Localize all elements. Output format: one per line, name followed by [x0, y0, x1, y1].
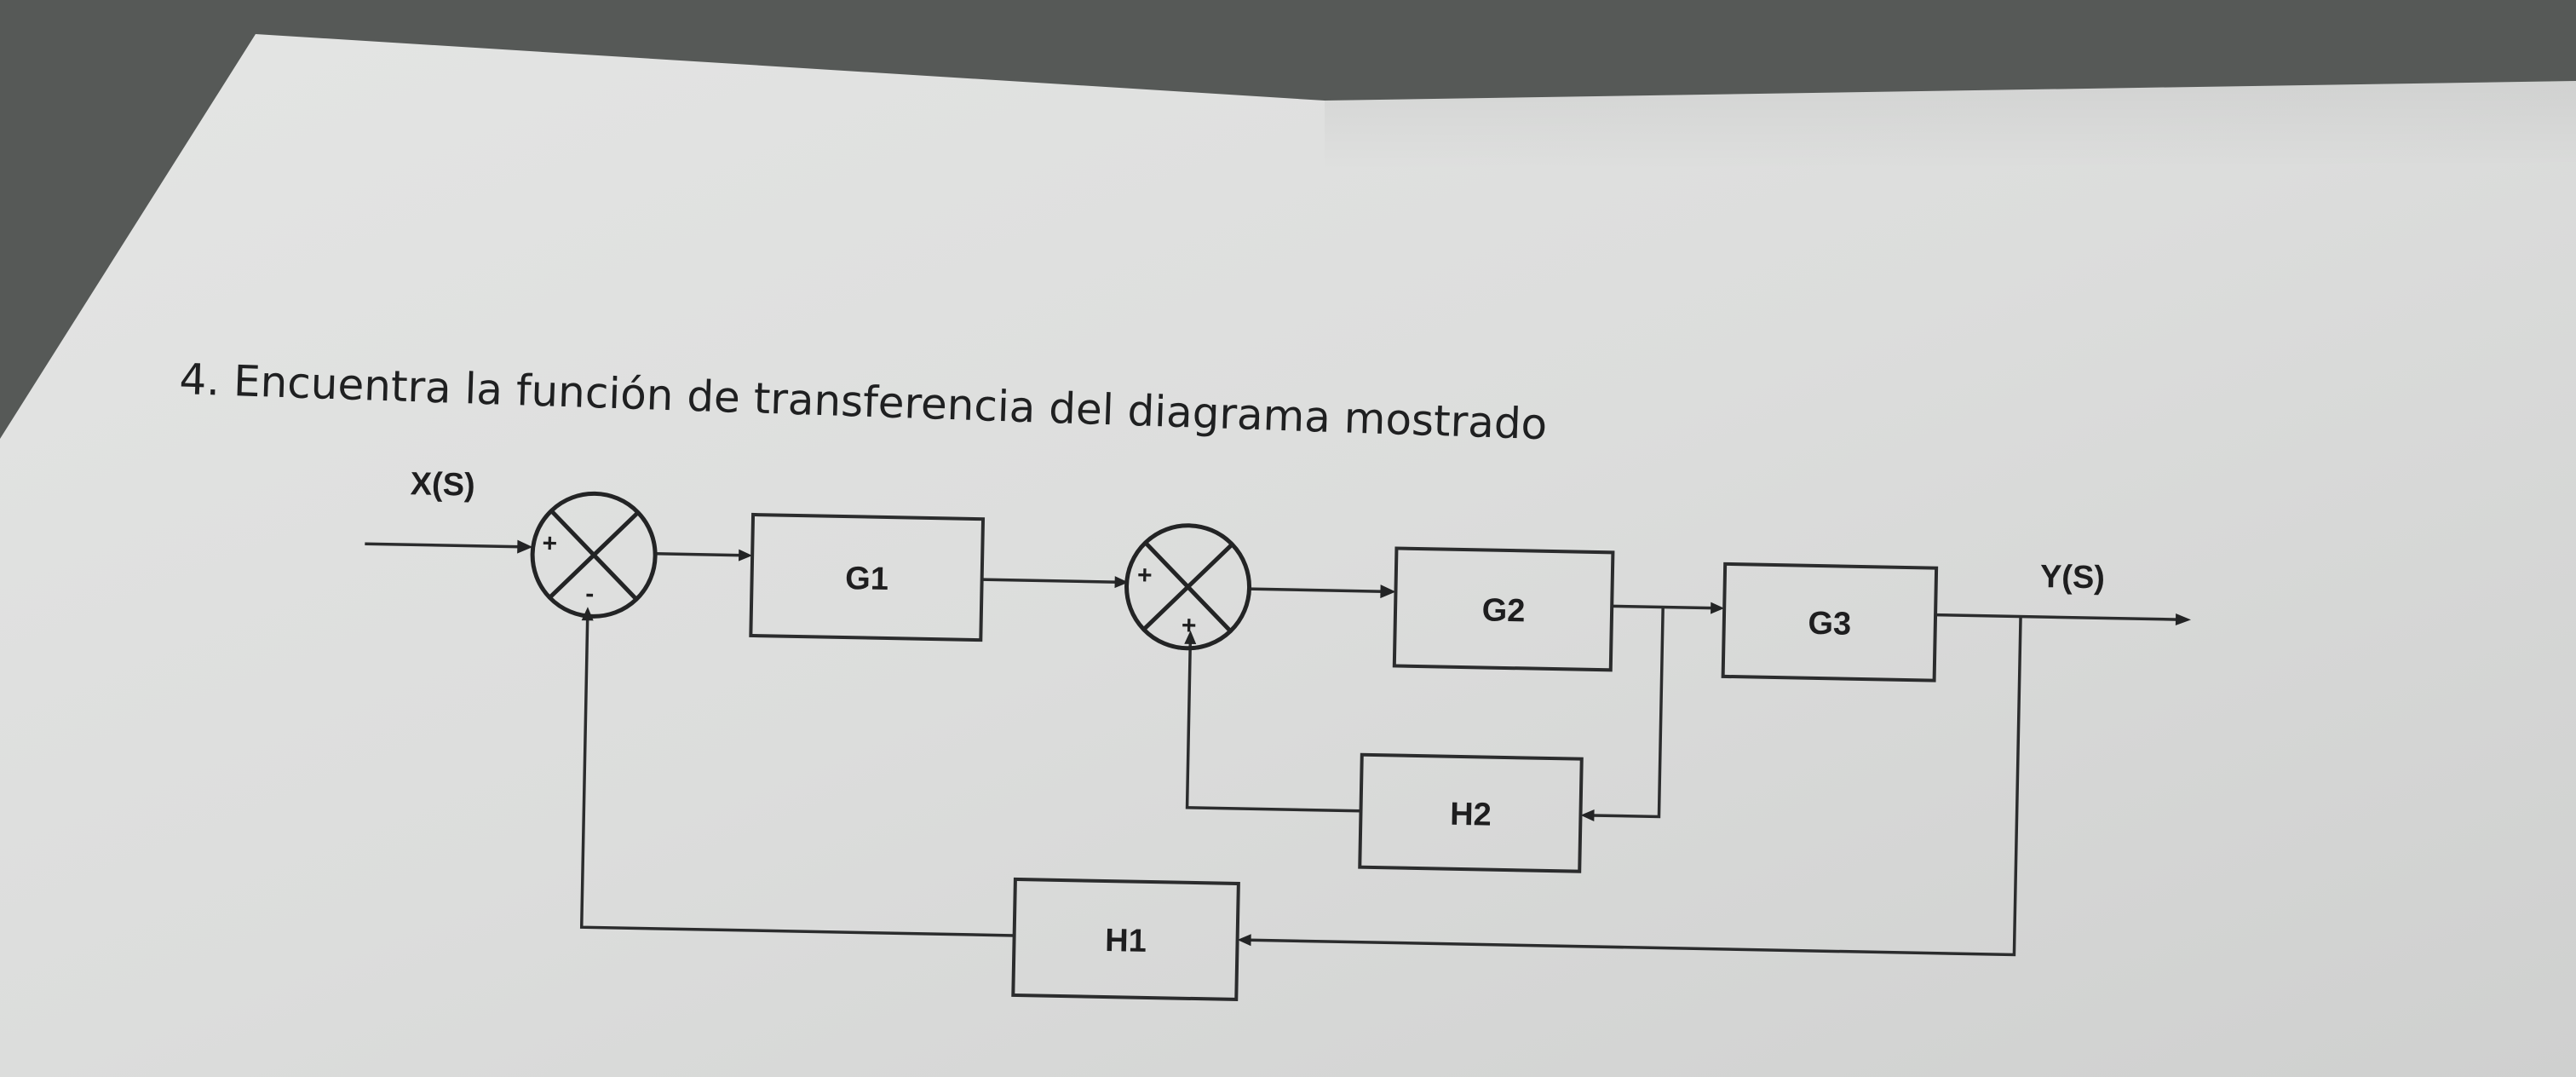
junction1-plus-sign: +: [542, 529, 557, 557]
input-arrowhead: [517, 539, 533, 554]
junction2-bottom-plus-sign: +: [1182, 612, 1197, 640]
junction2-feedback-arrowhead: [1184, 630, 1197, 644]
junction2-to-g2-wire: [1249, 587, 1384, 593]
junction1-minus-sign: -: [585, 579, 595, 608]
h2-input-arrowhead: [1580, 809, 1595, 821]
summing-junction-inner: + +: [1124, 523, 1252, 651]
output-wire: [1935, 613, 2179, 621]
block-g3: G3: [1721, 562, 1939, 682]
summing-junction-outer: + -: [530, 491, 658, 619]
g1-to-junction2-wire: [981, 578, 1118, 584]
junction2-input-arrowhead: [1114, 576, 1129, 589]
input-wire: [365, 542, 521, 549]
h1-output-wire: [579, 619, 1015, 937]
h2-feedback-wire: [1592, 607, 1665, 819]
g2-input-arrowhead: [1380, 585, 1396, 599]
h2-output-wire: [1185, 642, 1361, 813]
block-g2: G2: [1392, 546, 1615, 672]
g3-input-arrowhead: [1711, 602, 1725, 614]
block-g1: G1: [749, 512, 986, 642]
input-signal-label: X(S): [410, 466, 475, 503]
block-g3-label: G3: [1808, 606, 1852, 642]
output-signal-label: Y(S): [2040, 559, 2106, 596]
output-arrowhead: [2175, 613, 2192, 626]
junction1-to-g1-wire: [655, 552, 743, 557]
h1-input-arrowhead: [1237, 934, 1251, 947]
block-diagram: G1 G2 G3 H2 H1 + - +: [365, 466, 2192, 1002]
h1-feedback-wire: [1249, 616, 2022, 957]
g1-input-arrowhead: [739, 549, 753, 562]
block-h1-label: H1: [1105, 923, 1147, 959]
block-g2-label: G2: [1481, 592, 1526, 629]
block-g1-label: G1: [845, 561, 889, 597]
block-h2: H2: [1358, 752, 1584, 873]
block-h2-label: H2: [1450, 797, 1492, 833]
paper-sheet: [0, 34, 2576, 1077]
block-h1: H1: [1011, 877, 1240, 1002]
paper-fold-shadow: [1325, 81, 2576, 170]
junction2-top-plus-sign: +: [1137, 562, 1153, 590]
